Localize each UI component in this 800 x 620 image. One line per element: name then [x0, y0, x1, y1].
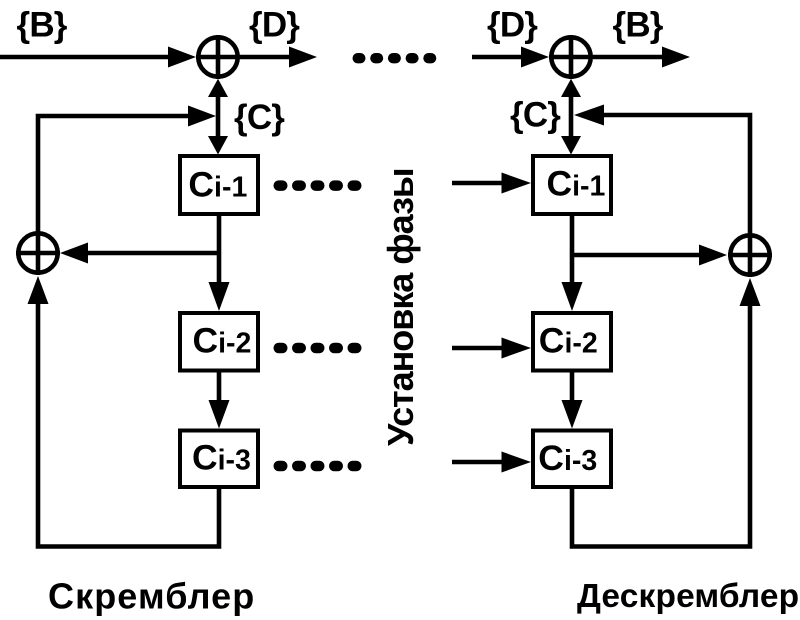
svg-text:Ci-3: Ci-3: [538, 438, 597, 478]
svg-text:Ci-1: Ci-1: [547, 164, 606, 204]
svg-text:Ci-2: Ci-2: [539, 321, 598, 361]
svg-text:{D}: {D}: [249, 5, 300, 44]
svg-text:{D}: {D}: [487, 5, 538, 44]
svg-text:{B}: {B}: [613, 5, 664, 44]
svg-text:Дескремблер: Дескремблер: [577, 578, 799, 615]
svg-text:Ci-2: Ci-2: [193, 320, 252, 360]
svg-text:Скремблер: Скремблер: [48, 576, 255, 617]
svg-text:{C}: {C}: [510, 96, 561, 135]
svg-text:Установка фазы: Установка фазы: [380, 168, 421, 446]
svg-text:Ci-1: Ci-1: [188, 164, 247, 204]
svg-text:{C}: {C}: [234, 98, 285, 137]
svg-text:{B}: {B}: [17, 5, 68, 44]
svg-text:Ci-3: Ci-3: [192, 438, 251, 478]
